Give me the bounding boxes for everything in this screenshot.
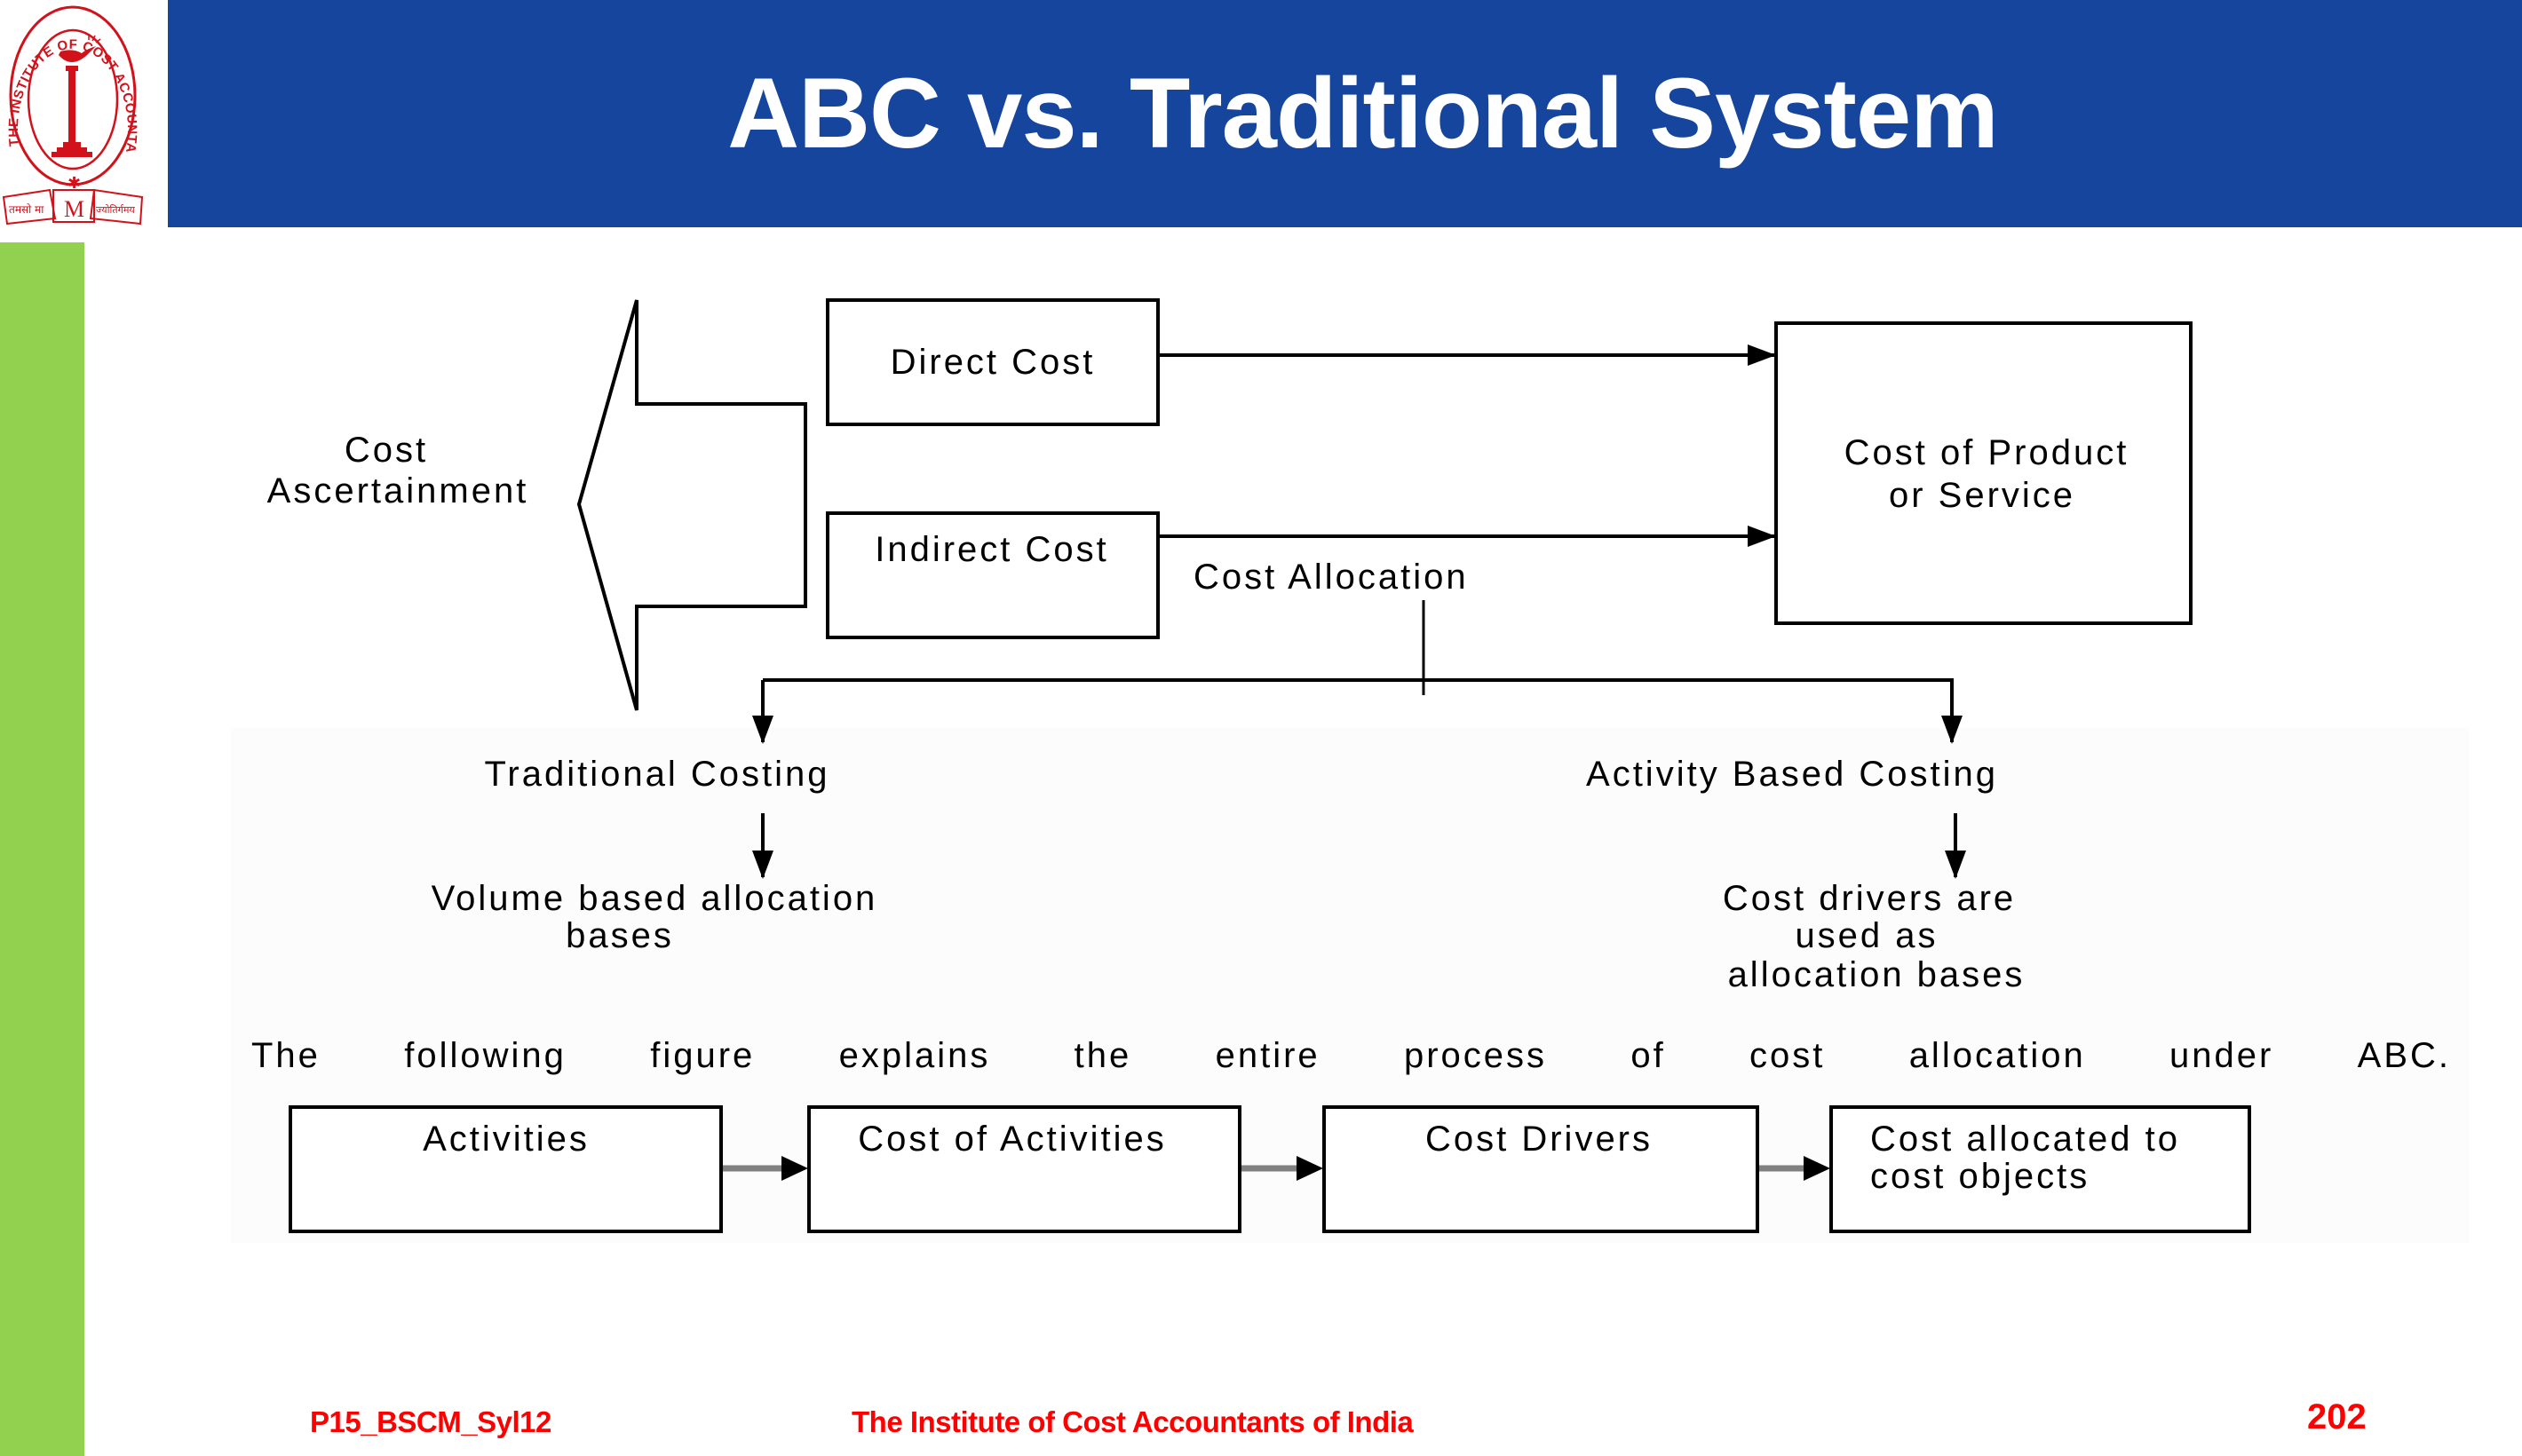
logo-center-letter: M xyxy=(64,196,84,222)
cost-of-product-label-line2: or Service xyxy=(1889,476,2075,515)
intro-word: entire xyxy=(1216,1036,1320,1075)
traditional-basis-line1: Volume based allocation xyxy=(432,879,878,918)
cost-allocation-label: Cost Allocation xyxy=(1194,558,1469,597)
cost-ascertainment-label-line2: Ascertainment xyxy=(267,471,529,510)
step-activities-label: Activities xyxy=(423,1120,590,1159)
step-cost-allocated-label-line2: cost objects xyxy=(1870,1157,2090,1196)
intro-word: allocation xyxy=(1909,1036,2086,1075)
flow-arrow xyxy=(1759,1156,1830,1181)
intro-word: The xyxy=(251,1036,321,1075)
intro-word: explains xyxy=(839,1036,991,1075)
traditional-costing-label: Traditional Costing xyxy=(484,755,829,794)
side-accent-bar xyxy=(0,242,84,1456)
cost-of-product-box xyxy=(1774,321,2193,625)
flow-arrow xyxy=(723,1156,808,1181)
cost-of-product-label-line1: Cost of Product xyxy=(1844,433,2129,472)
institute-emblem-icon: THE INSTITUTE OF COST ACCOUNTANTS OF IND… xyxy=(0,0,144,226)
step-cost-allocated-box xyxy=(1829,1105,2251,1233)
abc-basis-line1: Cost drivers are xyxy=(1723,879,2016,918)
step-cost-of-activities-label: Cost of Activities xyxy=(858,1120,1166,1159)
institute-logo: THE INSTITUTE OF COST ACCOUNTANTS OF IND… xyxy=(0,0,151,227)
flow-arrow xyxy=(1241,1156,1323,1181)
step-cost-drivers-box xyxy=(1322,1105,1759,1233)
intro-word: process xyxy=(1404,1036,1547,1075)
intro-word: of xyxy=(1630,1036,1665,1075)
page-number: 202 xyxy=(2307,1397,2367,1436)
svg-text:✱: ✱ xyxy=(67,174,81,193)
slide-title: ABC vs. Traditional System xyxy=(727,58,1998,169)
step-activities-box xyxy=(289,1105,723,1233)
abc-label: Activity Based Costing xyxy=(1586,755,1998,794)
indirect-cost-label: Indirect Cost xyxy=(875,530,1109,569)
indirect-cost-box xyxy=(826,511,1160,639)
process-intro-sentence: The following figure explains the entire proce… xyxy=(251,1036,2451,1075)
footer-organization: The Institute of Cost Accountants of Ind… xyxy=(852,1405,1414,1438)
step-cost-drivers-label: Cost Drivers xyxy=(1425,1120,1653,1159)
intro-word: figure xyxy=(650,1036,755,1075)
intro-word: ABC. xyxy=(2358,1036,2451,1075)
abc-basis-line3: allocation bases xyxy=(1728,955,2026,994)
intro-word: following xyxy=(404,1036,567,1075)
intro-word: the xyxy=(1075,1036,1132,1075)
step-cost-of-activities-box xyxy=(807,1105,1241,1233)
logo-motto-right: ज्योतिर्गमय xyxy=(96,204,135,216)
step-cost-allocated-label-line1: Cost allocated to xyxy=(1870,1120,2180,1159)
abc-basis-line2: used as xyxy=(1795,916,1938,955)
traditional-basis-line2: bases xyxy=(566,916,674,955)
direct-cost-box xyxy=(826,298,1160,426)
title-bar: ABC vs. Traditional System xyxy=(168,0,2522,227)
intro-word: under xyxy=(2169,1036,2273,1075)
cost-ascertainment-label-line1: Cost xyxy=(345,431,428,470)
footer-course-code: P15_BSCM_Syl12 xyxy=(310,1405,551,1438)
direct-cost-label: Direct Cost xyxy=(891,343,1096,382)
intro-word: cost xyxy=(1749,1036,1825,1075)
logo-motto-left: तमसो मा xyxy=(9,203,44,216)
cost-ascertainment-arrow-shape xyxy=(576,299,807,711)
